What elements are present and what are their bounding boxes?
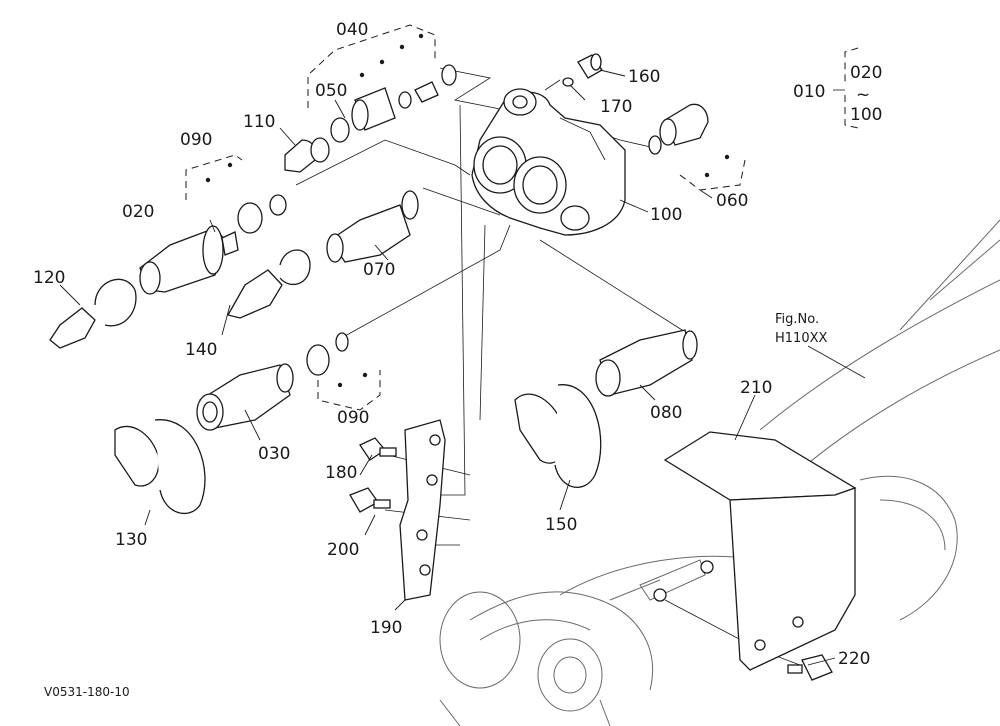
figure-ref-code: H110XX [775,331,827,346]
callout-140: 140 [185,340,217,360]
callout-200: 200 [327,540,359,560]
callout-190: 190 [370,618,402,638]
group-brackets [185,24,859,411]
frame-boss-left [653,588,667,602]
bolt-220 [787,654,833,681]
callout-150: 150 [545,515,577,535]
dust-cap-130 [114,419,206,514]
callout-080: 080 [650,403,682,423]
bolt-200 [349,487,391,513]
callout-090-top: 090 [180,130,212,150]
callout-170: 170 [600,97,632,117]
callout-070: 070 [363,260,395,280]
callout-050: 050 [315,81,347,101]
callout-040: 040 [336,20,368,40]
drawing-code: V0531-180-10 [44,685,130,699]
cover-plate-210 [663,431,857,671]
coupler-070 [326,190,419,263]
range-to: 100 [850,105,882,125]
callout-210: 210 [740,378,772,398]
callout-060: 060 [716,191,748,211]
callout-220: 220 [838,649,870,669]
range-from: 020 [850,63,882,83]
fitting-160 [562,53,603,87]
coupler-030 [196,332,349,431]
frame-boss-right [700,560,714,574]
callout-leaders [59,69,836,666]
loader-frame-background [439,219,1000,726]
callout-110: 110 [243,112,275,132]
dust-cap-120 [49,278,137,349]
coupler-080 [595,329,698,397]
figure-ref-label: Fig.No. [775,312,819,327]
callout-020: 020 [122,202,154,222]
valve-block-100 [471,88,626,236]
bracket-dots [205,33,730,388]
callout-160: 160 [628,67,660,87]
dust-cap-150 [514,384,602,488]
relief-cartridge-040 [330,64,457,143]
fitting-060 [648,103,709,155]
callout-130: 130 [115,530,147,550]
dust-cap-140 [227,249,311,319]
range-tilde: ~ [856,85,870,105]
coupler-020 [139,194,287,295]
range-assembly-number: 010 [793,82,825,102]
callout-090-bottom: 090 [337,408,369,428]
callout-030: 030 [258,444,290,464]
dust-cap-110 [284,137,330,173]
mounting-plate-190 [399,419,446,601]
callout-120: 120 [33,268,65,288]
callout-180: 180 [325,463,357,483]
callout-100: 100 [650,205,682,225]
bolt-180 [359,437,397,461]
